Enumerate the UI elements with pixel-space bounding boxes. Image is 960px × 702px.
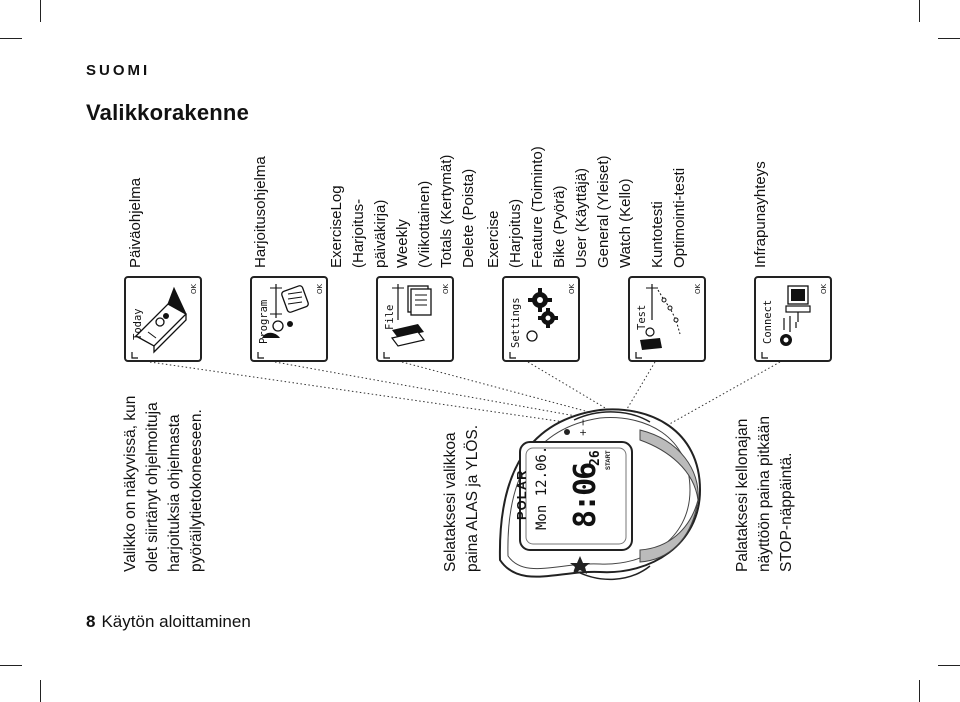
menu-label-line: Harjoitusohjelma	[252, 156, 269, 268]
screen-connect[interactable]: Connect OK	[754, 276, 832, 362]
crop-mark	[0, 38, 22, 40]
file-icon	[383, 284, 432, 359]
screen-label-settings: Settings	[510, 297, 522, 348]
menu-label-today: Päiväohjelma	[125, 178, 147, 268]
menu-label-line: Päiväohjelma	[127, 177, 144, 268]
watch-status: START	[606, 450, 612, 470]
screen-label-file: File	[384, 304, 396, 330]
menu-label-line: (Viikottainen)	[416, 180, 433, 268]
menu-label-connect: Infrapunayhteys	[750, 161, 772, 268]
menu-label-line: (Harjoitus)	[507, 198, 524, 268]
page-number: 8	[86, 612, 96, 631]
ok-mark: OK	[190, 283, 198, 294]
today-icon	[131, 286, 188, 359]
watch-button-plus[interactable]: +	[576, 428, 590, 436]
menu-label-line: Kuntotesti	[649, 201, 666, 268]
screen-test[interactable]: Test OK	[628, 276, 706, 362]
watch-time: 8:06	[568, 463, 603, 528]
watch-brand-logo: POLAR	[514, 469, 529, 521]
page-footer: 8 Käytön aloittaminen	[86, 612, 251, 632]
intro-line: Valikko on näkyvissä, kun	[122, 395, 139, 572]
program-icon	[257, 284, 309, 359]
return-instruction: Palataksesi kellonajan näyttöön paina pi…	[732, 416, 798, 572]
crop-mark	[938, 665, 960, 667]
scroll-instruction: Selataksesi valikkoa paina ALAS ja YLÖS.	[440, 425, 484, 572]
screen-settings[interactable]: Settings OK	[502, 276, 580, 362]
menu-label-line: Exercise	[485, 210, 502, 268]
crop-mark	[938, 38, 960, 40]
crop-mark	[919, 680, 921, 702]
screen-label-test: Test	[636, 304, 648, 330]
scroll-line: paina ALAS ja YLÖS.	[464, 424, 481, 572]
menu-label-line: Infrapunayhteys	[752, 161, 769, 268]
ok-mark: OK	[316, 283, 324, 294]
ok-mark: OK	[568, 283, 576, 294]
screen-program[interactable]: Program OK	[250, 276, 328, 362]
menu-label-line: Totals (Kertymät)	[438, 154, 455, 268]
crop-mark	[919, 0, 921, 22]
menu-label-line: General (Yleiset)	[595, 155, 612, 268]
menu-label-test: Kuntotesti Optimointi-testi	[647, 168, 691, 268]
crop-mark	[40, 680, 42, 702]
menu-label-line: Delete (Poista)	[460, 168, 477, 268]
intro-line: harjoituksia ohjelmasta	[166, 414, 183, 572]
ok-mark: OK	[442, 283, 450, 294]
screen-today[interactable]: Today OK	[124, 276, 202, 362]
return-line: STOP-näppäintä.	[778, 452, 795, 572]
screen-file[interactable]: File OK	[376, 276, 454, 362]
menu-label-program: Harjoitusohjelma	[250, 156, 272, 268]
test-icon	[635, 284, 681, 359]
menu-label-line: ExerciseLog	[328, 185, 345, 268]
menu-label-settings: Exercise (Harjoitus) Feature (Toiminto) …	[483, 146, 637, 268]
watch-button-minus[interactable]: −	[576, 418, 590, 426]
ok-mark: OK	[820, 283, 828, 294]
menu-label-line: päiväkirja)	[372, 199, 389, 268]
settings-icon	[509, 288, 558, 359]
watch-seconds: 26	[588, 450, 603, 466]
menu-label-file: ExerciseLog (Harjoitus- päiväkirja) Week…	[326, 155, 480, 268]
connect-icon	[761, 285, 811, 359]
menu-label-line: Weekly	[394, 219, 411, 268]
screen-label-connect: Connect	[762, 299, 774, 344]
menu-label-line: Bike (Pyörä)	[551, 185, 568, 268]
return-line: näyttöön paina pitkään	[756, 416, 773, 572]
menu-label-line: (Harjoitus-	[350, 198, 367, 268]
crop-mark	[40, 0, 42, 22]
intro-line: pyöräilytietokoneeseen.	[188, 409, 205, 572]
crop-mark	[0, 665, 22, 667]
return-line: Palataksesi kellonajan	[734, 418, 751, 572]
menu-label-line: Watch (Kello)	[617, 178, 634, 268]
menu-label-line: User (Käyttäjä)	[573, 167, 590, 268]
page-title: Valikkorakenne	[86, 100, 250, 125]
ok-mark: OK	[694, 283, 702, 294]
menu-label-line: Feature (Toiminto)	[529, 146, 546, 268]
menu-label-line: Optimointi-testi	[671, 167, 688, 268]
scroll-line: Selataksesi valikkoa	[442, 432, 459, 572]
screen-label-today: Today	[132, 308, 144, 340]
watch-date: Mon 12.06.	[534, 445, 550, 530]
intro-paragraph: Valikko on näkyvissä, kun olet siirtänyt…	[120, 396, 208, 572]
intro-line: olet siirtänyt ohjelmoituja	[144, 402, 161, 572]
section-title: Käytön aloittaminen	[101, 612, 251, 631]
screen-label-program: Program	[258, 299, 270, 344]
language-label: SUOMI	[86, 62, 151, 79]
